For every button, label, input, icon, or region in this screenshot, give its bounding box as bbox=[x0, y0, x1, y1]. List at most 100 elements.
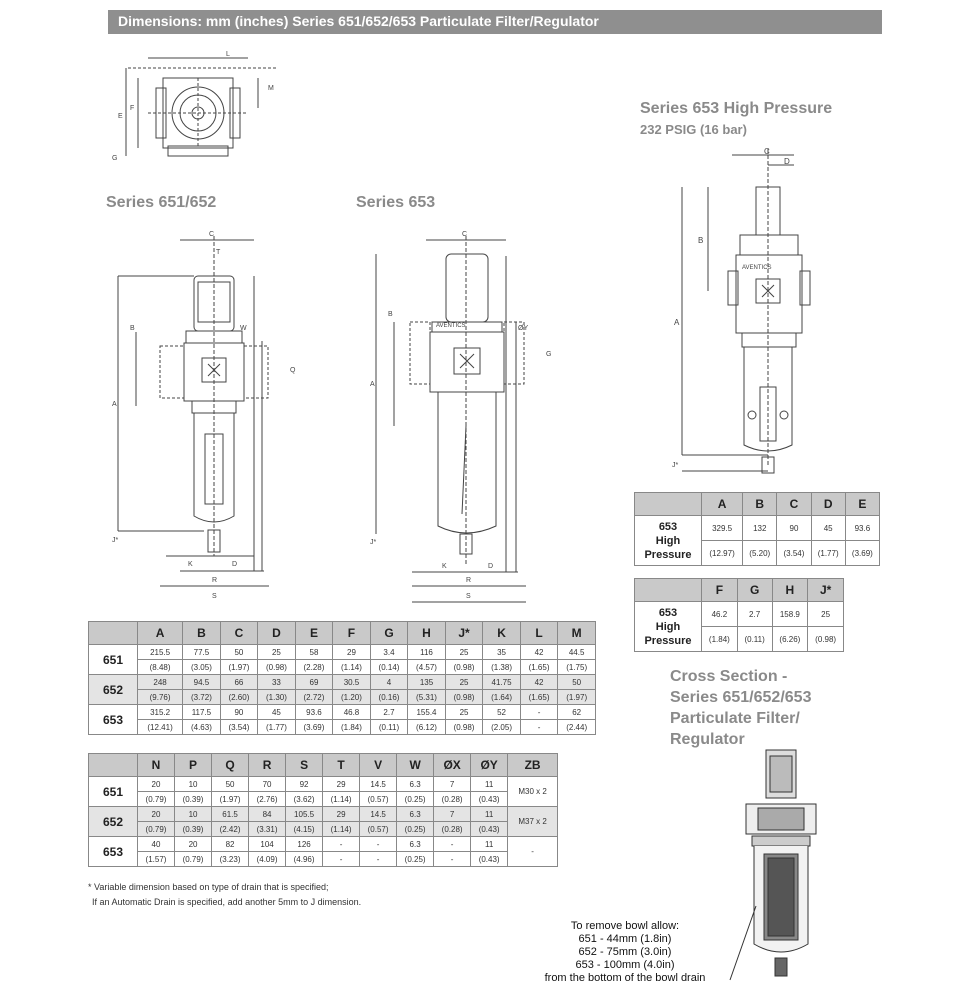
dim-r-label-653: R bbox=[466, 577, 471, 584]
cell: 45 bbox=[257, 704, 296, 720]
row-label-line: 653 bbox=[658, 520, 678, 533]
cell: 248 bbox=[136, 674, 184, 690]
cell: 93.6 bbox=[294, 704, 334, 720]
cell: 42 bbox=[519, 644, 559, 660]
cell: - bbox=[507, 836, 558, 867]
cell: 41.75 bbox=[482, 674, 521, 690]
table-row: (0.79) (0.39) (2.42) (3.31) (4.15) (1.14… bbox=[89, 821, 558, 837]
dim-a-label-653: A bbox=[370, 381, 375, 388]
cell: (3.72) bbox=[182, 689, 221, 705]
cell: 58 bbox=[294, 644, 334, 660]
dim-s-label-651: S bbox=[212, 593, 217, 600]
cell: 10 bbox=[174, 806, 213, 822]
table-row: 653 40 20 82 104 126 - - 6.3 - 11 - bbox=[88, 836, 558, 867]
cell: 20 bbox=[136, 776, 176, 792]
cell: (1.97) bbox=[211, 791, 250, 807]
table2-header: R bbox=[248, 753, 287, 777]
cell: 7 bbox=[433, 776, 472, 792]
cross-section-line-2: Series 651/652/653 bbox=[670, 689, 812, 706]
cell: 61.5 bbox=[211, 806, 250, 822]
dim-j-label-653: J* bbox=[370, 539, 377, 546]
cell: 66 bbox=[219, 674, 259, 690]
table-row: 651 20 10 50 70 92 29 14.5 6.3 7 11 M30 … bbox=[88, 776, 558, 807]
dim-y-label-653: ØY bbox=[518, 325, 528, 332]
table-row: (9.76) (3.72) (2.60) (1.30) (2.72) (1.20… bbox=[89, 689, 596, 705]
series-651-652-title: Series 651/652 bbox=[106, 194, 217, 211]
page-title: Dimensions: mm (inches) Series 651/652/6… bbox=[118, 13, 599, 29]
cell: 93.6 bbox=[844, 515, 881, 541]
hp-title: Series 653 High Pressure bbox=[640, 100, 833, 117]
top-view-drawing: F E G M L bbox=[112, 51, 278, 162]
cell: (0.98) bbox=[444, 719, 484, 735]
cell: 92 bbox=[285, 776, 324, 792]
dim-b-label-651: B bbox=[130, 325, 135, 332]
table1-header: F bbox=[332, 621, 371, 645]
table-row: 653 High Pressure 329.5 132 90 45 93.6 bbox=[634, 515, 881, 566]
cell: (0.25) bbox=[396, 851, 435, 867]
row-label: 651 bbox=[88, 776, 138, 807]
cell: 45 bbox=[810, 515, 846, 541]
cell: (1.77) bbox=[257, 719, 296, 735]
cell: (3.23) bbox=[211, 851, 250, 867]
dim-f-label: F bbox=[130, 105, 134, 112]
cell: 90 bbox=[219, 704, 259, 720]
cell: 25 bbox=[257, 644, 296, 660]
bowl-note-line-1: To remove bowl allow: bbox=[570, 920, 680, 932]
cell: 69 bbox=[294, 674, 334, 690]
dim-m-label: M bbox=[268, 85, 274, 92]
table2-header: W bbox=[396, 753, 435, 777]
cell: (4.63) bbox=[182, 719, 221, 735]
dim-j-label-hp: J* bbox=[672, 462, 679, 469]
cell: 2.7 bbox=[736, 601, 773, 627]
dim-b-label-653: B bbox=[388, 311, 393, 318]
row-label: 653 bbox=[88, 704, 138, 735]
row-label: 653 High Pressure bbox=[634, 601, 702, 652]
cell: 215.5 bbox=[136, 644, 184, 660]
cell: (2.60) bbox=[219, 689, 259, 705]
cell: (0.11) bbox=[369, 719, 409, 735]
cell: (1.84) bbox=[332, 719, 371, 735]
cell: 29 bbox=[322, 806, 361, 822]
table2-header: ØY bbox=[470, 753, 509, 777]
cell: 90 bbox=[776, 515, 812, 541]
hp-table2-header: F bbox=[701, 578, 738, 602]
cell: (2.72) bbox=[294, 689, 334, 705]
cell: (0.79) bbox=[136, 821, 176, 837]
cell: 62 bbox=[557, 704, 596, 720]
cell: 117.5 bbox=[182, 704, 221, 720]
bowl-note-line-3: 652 - 75mm (3.0in) bbox=[578, 946, 672, 958]
hp-table1-header: E bbox=[844, 492, 881, 516]
bowl-pointer-line bbox=[729, 905, 757, 981]
cell: - bbox=[519, 719, 559, 735]
cell: (1.14) bbox=[322, 791, 361, 807]
cell: 155.4 bbox=[407, 704, 446, 720]
cell: (4.15) bbox=[285, 821, 324, 837]
cell: (0.39) bbox=[174, 791, 213, 807]
cross-section-drawing bbox=[745, 749, 817, 977]
cell: (0.43) bbox=[470, 851, 509, 867]
cell: M30 x 2 bbox=[507, 776, 558, 807]
cross-section-title: Cross Section - Series 651/652/653 Parti… bbox=[670, 666, 811, 750]
bowl-note-line-2: 651 - 44mm (1.8in) bbox=[578, 933, 672, 945]
row-label: 651 bbox=[88, 644, 138, 675]
cell: (5.20) bbox=[742, 540, 778, 566]
cell: - bbox=[433, 851, 472, 867]
cell: (1.64) bbox=[482, 689, 521, 705]
cell: (0.79) bbox=[136, 791, 176, 807]
row-label: 653 bbox=[88, 836, 138, 867]
cell: (0.28) bbox=[433, 821, 472, 837]
cell: 6.3 bbox=[396, 836, 435, 852]
cell: (3.54) bbox=[219, 719, 259, 735]
cell: 135 bbox=[407, 674, 446, 690]
cell: 11 bbox=[470, 776, 509, 792]
cell: 25 bbox=[444, 674, 484, 690]
dim-a-label-651: A bbox=[112, 401, 117, 408]
table-row: 651 215.5 77.5 50 25 58 29 3.4 116 25 35… bbox=[88, 644, 596, 675]
dim-k-label-653: K bbox=[442, 563, 447, 570]
cell: 158.9 bbox=[771, 601, 809, 627]
cell: 25 bbox=[444, 704, 484, 720]
cell: (6.26) bbox=[771, 626, 809, 652]
cell: (12.97) bbox=[700, 540, 744, 566]
cell: (2.44) bbox=[557, 719, 596, 735]
cell: (0.98) bbox=[444, 659, 484, 675]
